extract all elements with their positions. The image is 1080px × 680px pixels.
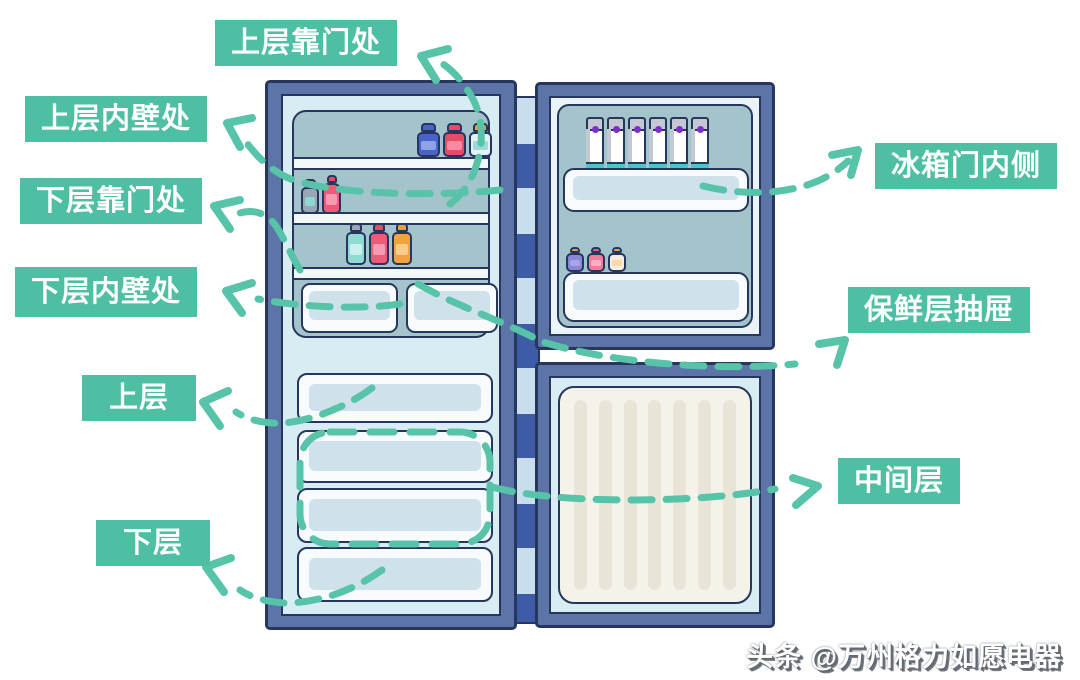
ridge: [623, 400, 637, 590]
label-upper-wall: 上层内壁处: [25, 96, 208, 142]
bin-front: [573, 176, 739, 200]
arrowhead-door-inside: [828, 146, 862, 179]
drawer-front: [309, 441, 481, 471]
arrowhead-upper-wall: [223, 114, 256, 151]
shelf-divider-2: [294, 212, 488, 225]
arrowhead-freezer-upper: [199, 387, 232, 430]
freezer-drawer-3: [297, 488, 493, 543]
second-shelf-jars: [301, 175, 341, 214]
third-shelf-jars: [346, 223, 412, 265]
freezer-drawer-4: [297, 547, 493, 602]
ridge: [698, 400, 712, 590]
jar-icon: [346, 223, 366, 265]
jar-icon: [608, 247, 626, 272]
jar-icon: [469, 123, 492, 157]
label-upper-door: 上层靠门处: [215, 20, 398, 66]
milk-carton-icon: [586, 117, 604, 170]
arrowhead-lower-door: [210, 196, 244, 233]
jar-icon: [566, 247, 584, 272]
shelf-divider-3: [294, 267, 488, 280]
milk-carton-icon: [649, 117, 667, 170]
jar-icon: [587, 247, 605, 272]
label-lower-door: 下层靠门处: [20, 178, 203, 224]
ridge: [673, 400, 687, 590]
label-lower-wall: 下层内壁处: [15, 267, 198, 317]
arrowhead-upper-door: [417, 45, 452, 84]
freezer-drawer-2: [297, 430, 493, 483]
jar-icon: [301, 179, 319, 214]
milk-carton-icon: [628, 117, 646, 170]
drawer-front: [414, 291, 490, 320]
ridge: [574, 400, 587, 590]
fresh-drawer-right: [406, 283, 498, 333]
arrowhead-fresh-drawer: [815, 336, 849, 369]
door-shelf-jars: [566, 247, 626, 272]
top-shelf-jars: [417, 123, 492, 157]
drawer-front: [309, 384, 481, 411]
jar-icon: [322, 175, 341, 214]
arrowhead-lower-wall: [222, 279, 256, 317]
arrowhead-middle: [789, 474, 822, 509]
fresh-drawer-left: [301, 283, 398, 333]
freezer-drawer-1: [297, 373, 493, 423]
freezer-door-liner: [558, 386, 752, 604]
drawer-front: [309, 499, 481, 531]
jar-icon: [369, 223, 389, 265]
milk-cartons: [586, 117, 709, 170]
freezer-door-ridges: [574, 400, 736, 590]
label-fresh-drawer: 保鲜层抽屉: [848, 287, 1031, 333]
ridge: [722, 400, 736, 590]
label-freezer-middle: 中间层: [838, 458, 961, 504]
ridge: [598, 400, 612, 590]
label-freezer-lower: 下层: [96, 520, 211, 566]
door-bin-lower: [563, 272, 749, 322]
label-door-inside: 冰箱门内侧: [875, 143, 1058, 189]
label-freezer-upper: 上层: [82, 375, 197, 421]
watermark: 头条 @万州格力如愿电器: [746, 642, 1062, 672]
door-bin-upper: [563, 168, 749, 212]
milk-carton-icon: [691, 117, 709, 170]
milk-carton-icon: [670, 117, 688, 170]
milk-carton-icon: [607, 117, 625, 170]
jar-icon: [417, 123, 440, 157]
drawer-front: [309, 291, 390, 320]
jar-icon: [443, 123, 466, 157]
ridge: [648, 400, 662, 590]
shelf-divider-1: [294, 157, 488, 170]
jar-icon: [392, 223, 412, 265]
bin-front: [573, 280, 739, 310]
drawer-front: [309, 558, 481, 590]
